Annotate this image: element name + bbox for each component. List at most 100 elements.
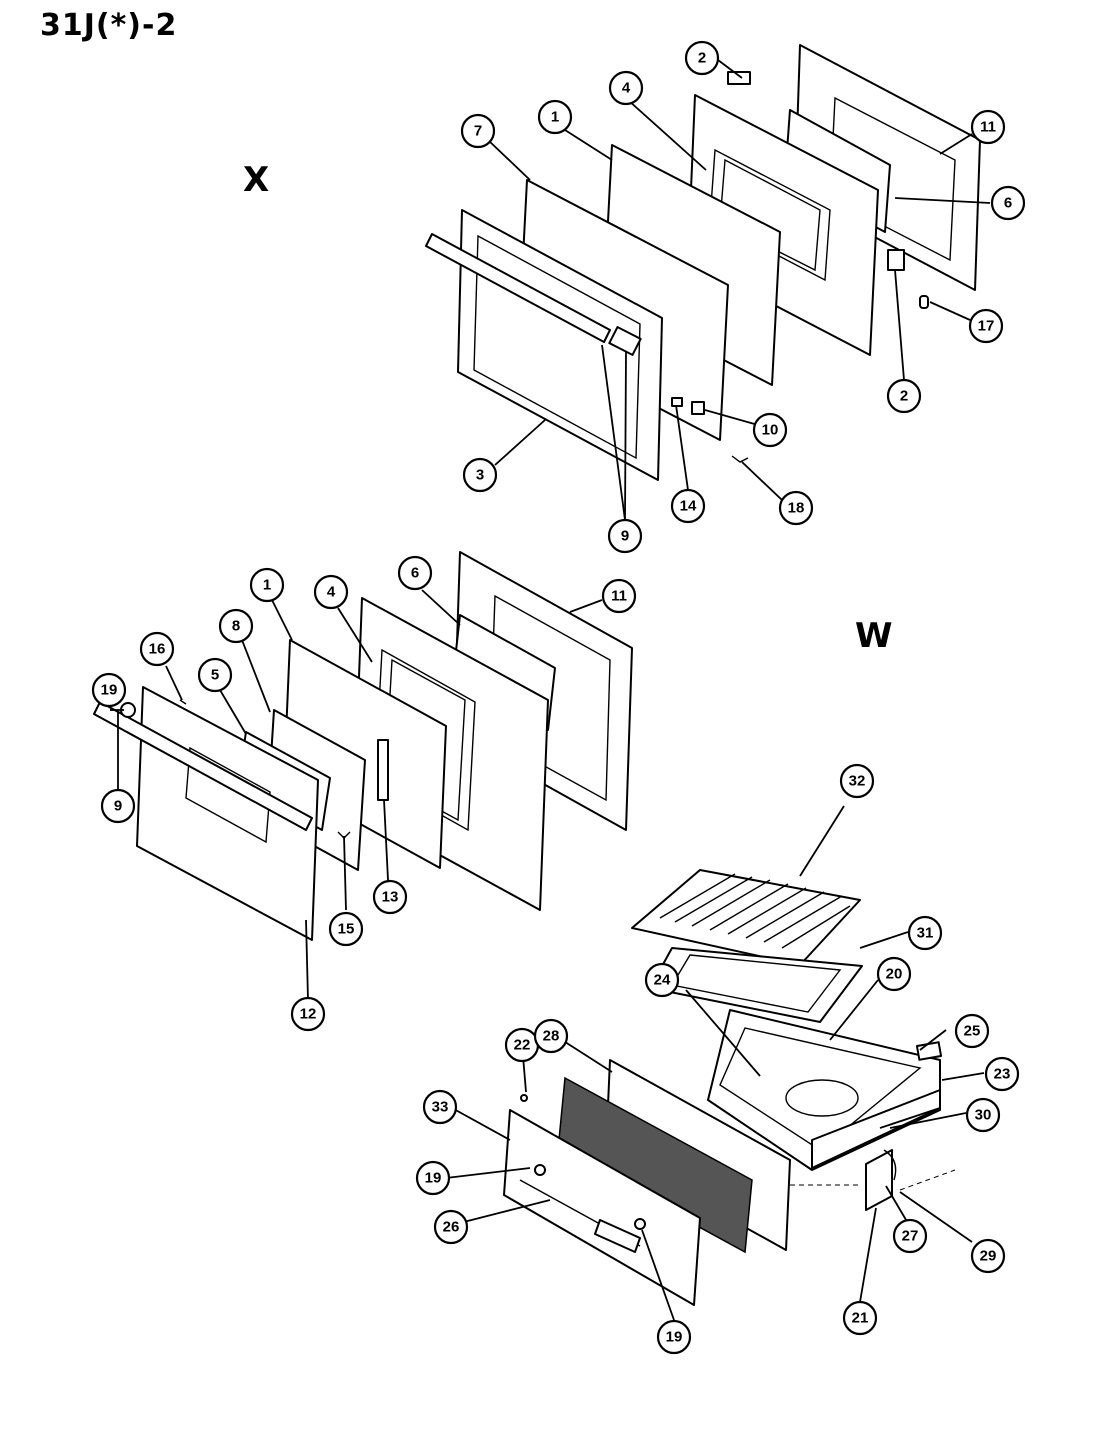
callout: 20: [876, 956, 912, 992]
hinge-clip: [887, 249, 905, 271]
callout: 19: [91, 672, 127, 708]
callout: 18: [778, 490, 814, 526]
svg-text:1: 1: [551, 109, 559, 126]
svg-text:27: 27: [902, 1228, 919, 1245]
svg-text:12: 12: [300, 1006, 317, 1023]
svg-text:23: 23: [994, 1066, 1011, 1083]
callout: 16: [139, 631, 175, 667]
svg-text:10: 10: [762, 422, 779, 439]
svg-text:21: 21: [852, 1310, 869, 1327]
callout: 28: [533, 1018, 569, 1054]
svg-text:7: 7: [474, 123, 482, 140]
svg-text:26: 26: [443, 1219, 460, 1236]
svg-text:20: 20: [886, 966, 903, 983]
svg-text:11: 11: [611, 588, 627, 605]
callout: 26: [433, 1209, 469, 1245]
svg-text:9: 9: [114, 798, 122, 815]
svg-text:2: 2: [900, 388, 908, 405]
callout: 1: [249, 567, 285, 603]
callout: 25: [954, 1013, 990, 1049]
svg-text:25: 25: [964, 1023, 981, 1040]
svg-text:30: 30: [975, 1107, 992, 1124]
callout: 17: [968, 308, 1004, 344]
callout: 24: [644, 962, 680, 998]
svg-text:6: 6: [1004, 195, 1012, 212]
drawer-assembly: [503, 869, 956, 1306]
callout: 4: [608, 70, 644, 106]
svg-text:6: 6: [411, 565, 419, 582]
callout: 15: [328, 911, 364, 947]
svg-text:13: 13: [382, 889, 399, 906]
svg-text:24: 24: [654, 972, 671, 989]
callout: 32: [839, 763, 875, 799]
callout: 11: [970, 109, 1006, 145]
svg-text:8: 8: [232, 618, 240, 635]
svg-text:14: 14: [680, 498, 697, 515]
svg-text:3: 3: [476, 467, 484, 484]
upper-door-assembly: [425, 44, 981, 481]
callout: 3: [462, 457, 498, 493]
callout: 2: [886, 378, 922, 414]
callout: 2: [684, 40, 720, 76]
callout: 23: [984, 1056, 1020, 1092]
callout: 7: [460, 113, 496, 149]
callout: 10: [752, 412, 788, 448]
svg-text:11: 11: [980, 119, 996, 136]
diagram-title: 31J(*)-2: [40, 8, 178, 43]
callout: 30: [965, 1097, 1001, 1133]
svg-text:17: 17: [978, 318, 995, 335]
callout: 27: [892, 1218, 928, 1254]
callout: 19: [656, 1319, 692, 1355]
broiler-grid: [631, 869, 861, 966]
svg-text:31: 31: [917, 925, 934, 942]
svg-text:22: 22: [514, 1037, 531, 1054]
callout: 13: [372, 879, 408, 915]
svg-text:15: 15: [338, 921, 355, 938]
svg-text:32: 32: [849, 773, 866, 790]
svg-text:4: 4: [622, 80, 631, 97]
lower-door-assembly: [93, 551, 633, 941]
callout: 8: [218, 608, 254, 644]
svg-text:9: 9: [621, 528, 629, 545]
door-handle: [93, 701, 313, 831]
leader-lines-x: [487, 59, 991, 521]
callout: 31: [907, 915, 943, 951]
callout: 6: [990, 185, 1026, 221]
svg-text:33: 33: [432, 1099, 449, 1116]
callout: 1: [537, 99, 573, 135]
hinge-clip: [727, 71, 751, 85]
callout: 33: [422, 1089, 458, 1125]
svg-text:18: 18: [788, 500, 805, 517]
broiler-pan: [649, 947, 863, 1023]
group-label-x: X: [243, 160, 270, 200]
callout: 9: [607, 518, 643, 554]
svg-text:28: 28: [543, 1028, 560, 1045]
svg-text:19: 19: [425, 1170, 442, 1187]
svg-text:1: 1: [263, 577, 271, 594]
svg-text:19: 19: [666, 1329, 683, 1346]
leader-lines-drawer: [445, 805, 985, 1321]
svg-text:4: 4: [327, 584, 336, 601]
svg-text:29: 29: [980, 1248, 997, 1265]
callout: 6: [397, 555, 433, 591]
drawer-insulation: [557, 1076, 753, 1254]
callout: 14: [670, 488, 706, 524]
door-handle: [425, 233, 611, 343]
callout: 9: [100, 788, 136, 824]
callout: 4: [313, 574, 349, 610]
callout: 21: [842, 1300, 878, 1336]
svg-text:2: 2: [698, 50, 706, 67]
callout: 11: [601, 578, 637, 614]
group-label-w: W: [855, 616, 893, 656]
callout: 5: [197, 657, 233, 693]
callout: 19: [415, 1160, 451, 1196]
callout: 12: [290, 996, 326, 1032]
callout: 22: [504, 1027, 540, 1063]
drawer-bracket: [865, 1149, 893, 1211]
svg-text:19: 19: [101, 682, 118, 699]
leader-lines-w: [110, 589, 603, 1001]
callout: 29: [970, 1238, 1006, 1274]
svg-text:16: 16: [149, 641, 166, 658]
svg-text:5: 5: [211, 667, 219, 684]
